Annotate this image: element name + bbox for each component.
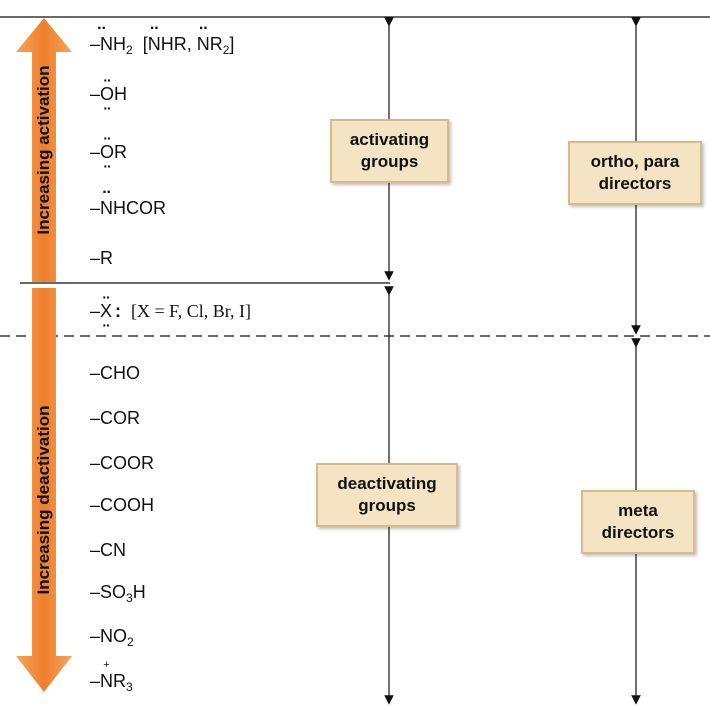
group-oh: –OH <box>90 85 127 103</box>
group-nr3: –NR3 <box>90 672 133 693</box>
group-or: –OR <box>90 143 127 161</box>
group-cooh: –COOH <box>90 495 155 515</box>
group-so3h: –SO3H <box>90 582 146 605</box>
group-nhcor: –NHCOR <box>90 199 166 217</box>
activation-arrow <box>16 18 72 282</box>
deactivation-arrow <box>16 288 72 692</box>
increasing-deactivation-label: Increasing deactivation <box>34 405 53 595</box>
group-cho: –CHO <box>90 363 141 383</box>
increasing-activation-label: Increasing activation <box>34 65 53 235</box>
group-nh2: –NH2[NHR, NR2] <box>90 35 234 56</box>
group-no2: –NO2 <box>90 626 134 649</box>
group-cor: –COR <box>90 408 141 428</box>
group-halogen: –X:[X = F, Cl, Br, I] <box>90 302 251 320</box>
group-cn: –CN <box>90 540 127 560</box>
group-r: –R <box>90 248 114 268</box>
group-coor: –COOR <box>90 453 155 473</box>
